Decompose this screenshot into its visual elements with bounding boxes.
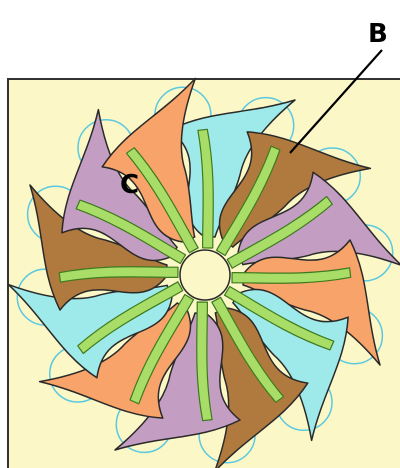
center-hub xyxy=(180,250,230,300)
label-b: B xyxy=(368,19,388,49)
label-c: C xyxy=(120,170,139,200)
